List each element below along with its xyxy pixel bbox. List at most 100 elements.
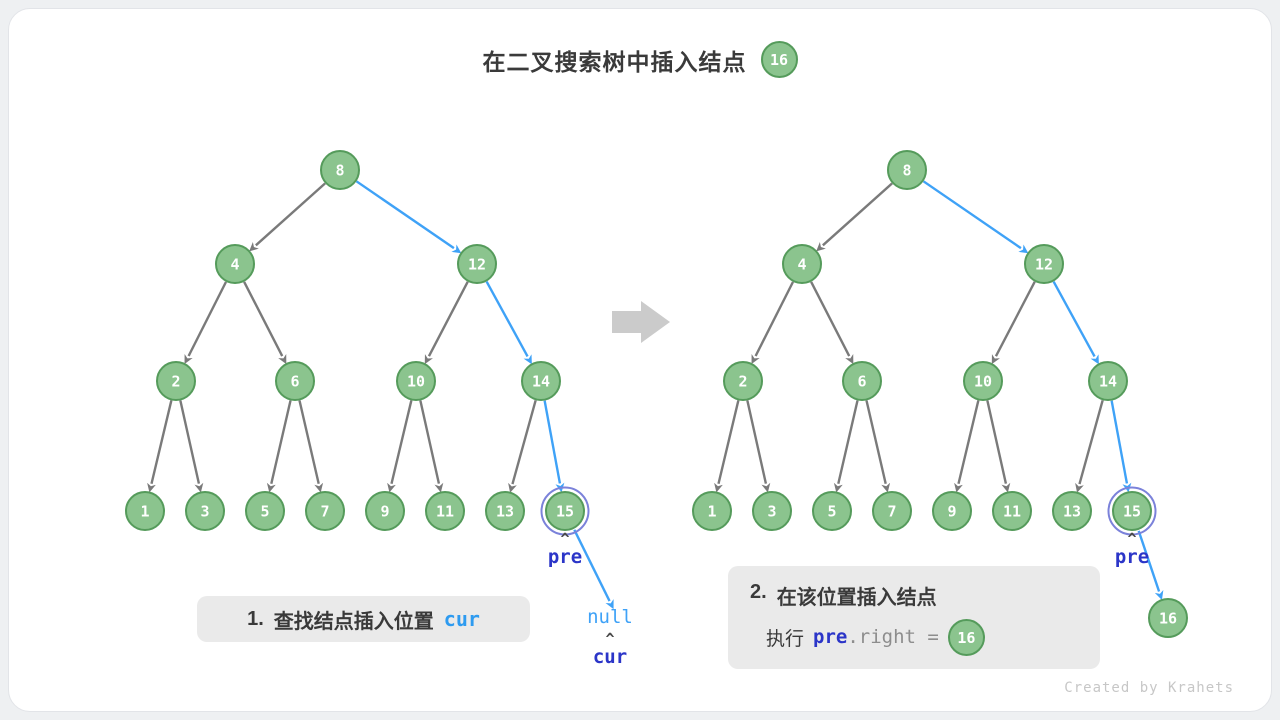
tree-edge [746, 400, 771, 493]
tree-edge [266, 400, 292, 493]
tree-node [457, 244, 497, 284]
tree-node [812, 491, 852, 531]
tree-node-value: 12 [1035, 255, 1053, 273]
step2-node-badge: 16 [947, 619, 985, 656]
pre-label-right: pre [1114, 546, 1150, 568]
tree-node-value: 13 [1063, 502, 1081, 520]
tree-node [425, 491, 465, 531]
tree-edge [833, 400, 859, 493]
step2-number: 2. [750, 581, 767, 603]
cur-pointer-stack: null ^ cur [587, 606, 633, 668]
tree-node-value: 9 [947, 502, 956, 520]
tree-node [365, 491, 405, 531]
tree-node-value: 11 [436, 502, 454, 520]
tree-node-value: 4 [230, 255, 239, 273]
tree-node-value: 10 [974, 372, 992, 390]
tree-node [963, 361, 1003, 401]
tree-edge [1075, 399, 1104, 493]
tree-node [1052, 491, 1092, 531]
tree-edge [179, 400, 204, 493]
step1-caption: 1. 查找结点插入位置 cur [197, 596, 530, 642]
tree-edge [991, 281, 1036, 365]
tree-node-value: 15 [556, 502, 574, 520]
step2-code-suffix: .right = [847, 626, 939, 648]
tree-node [305, 491, 345, 531]
step1-number: 1. [247, 607, 264, 630]
tree-edge [751, 281, 795, 365]
pre-pointer-right: ^ pre [1114, 530, 1150, 569]
null-arrow [573, 529, 614, 610]
tree-node-value: 5 [827, 502, 836, 520]
step1-text: 查找结点插入位置 [273, 610, 434, 633]
tree-node [1112, 491, 1152, 531]
tree-edge [298, 400, 324, 493]
tree-node [692, 491, 732, 531]
tree-node [723, 361, 763, 401]
tree-node [245, 491, 285, 531]
tree-node [396, 361, 436, 401]
step2-code: pre.right = [813, 626, 939, 649]
inserted-node-value: 16 [1159, 609, 1177, 627]
tree-node-value: 6 [857, 372, 866, 390]
title-row: 在二叉搜索树中插入结点 16 [0, 41, 1280, 78]
tree-node-value: 15 [1123, 502, 1141, 520]
tree-node [992, 491, 1032, 531]
pre-caret-left-icon: ^ [560, 530, 570, 548]
search-path-edge [922, 180, 1029, 254]
tree-node [545, 491, 585, 531]
tree-edge [147, 400, 173, 493]
tree-node [872, 491, 912, 531]
tree-node-value: 7 [320, 502, 329, 520]
tree-node-value: 4 [797, 255, 806, 273]
search-path-edge [355, 180, 462, 254]
transition-arrow-icon [612, 301, 670, 343]
tree-edge [249, 182, 326, 252]
insert-arrow [1137, 530, 1164, 600]
tree-node [521, 361, 561, 401]
step2-action-prefix: 执行 [766, 629, 805, 650]
tree-node-value: 14 [532, 372, 550, 390]
search-path-edge [485, 280, 532, 365]
tree-node-value: 11 [1003, 502, 1021, 520]
tree-edge [387, 400, 413, 493]
tree-node-value: 6 [290, 372, 299, 390]
watermark: Created by Krahets [1064, 680, 1234, 696]
pre-pointer-left: ^ pre [547, 530, 583, 569]
tree-edge [865, 400, 891, 493]
inserted-node [1148, 598, 1188, 638]
cur-caret-icon: ^ [605, 630, 615, 648]
tree-node [887, 150, 927, 190]
tree-node-value: 2 [171, 372, 180, 390]
step2-line2: 执行 pre.right = 16 [766, 619, 1078, 656]
tree-edge [816, 182, 893, 252]
tree-node [156, 361, 196, 401]
search-path-edge [1052, 280, 1099, 365]
tree-node-value: 1 [707, 502, 716, 520]
page-title: 在二叉搜索树中插入结点 [482, 48, 747, 75]
tree-node-value: 1 [140, 502, 149, 520]
tree-node-value: 7 [887, 502, 896, 520]
tree-edge [986, 400, 1011, 493]
tree-node [842, 361, 882, 401]
pre-highlight-ring [1107, 486, 1157, 536]
tree-node-value: 5 [260, 502, 269, 520]
tree-node [185, 491, 225, 531]
tree-node-value: 10 [407, 372, 425, 390]
tree-node [1088, 361, 1128, 401]
tree-node [932, 491, 972, 531]
tree-node [752, 491, 792, 531]
step2-text: 在该位置插入结点 [776, 587, 937, 609]
tree-node-value: 3 [200, 502, 209, 520]
tree-node [215, 244, 255, 284]
tree-node-value: 2 [738, 372, 747, 390]
step2-line1: 2. 在该位置插入结点 [750, 581, 1078, 610]
search-path-edge [543, 400, 565, 493]
tree-node [320, 150, 360, 190]
pre-highlight-ring [540, 486, 590, 536]
cur-label: cur [592, 646, 628, 668]
tree-node-value: 8 [335, 161, 344, 179]
pre-caret-right-icon: ^ [1127, 530, 1137, 548]
tree-edge [419, 400, 444, 493]
pre-label-left: pre [547, 546, 583, 568]
